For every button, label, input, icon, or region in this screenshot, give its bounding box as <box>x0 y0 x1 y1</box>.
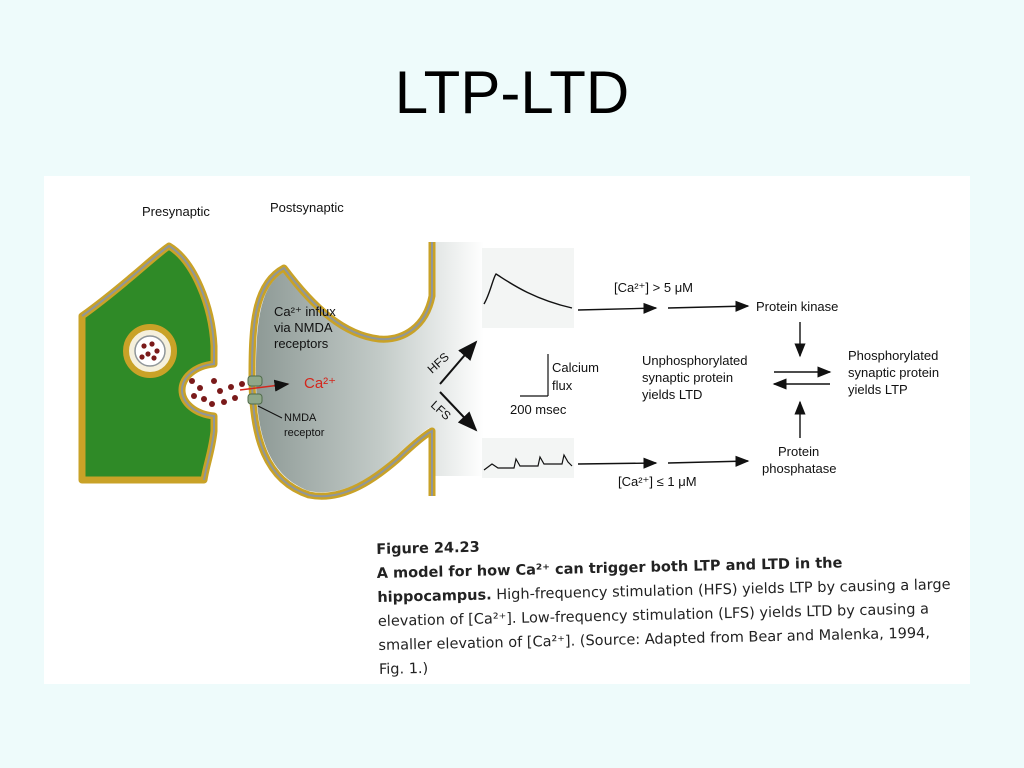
figure-panel: Presynaptic Postsynaptic Ca²⁺ influx via… <box>44 176 970 684</box>
calcium-scale-bar: Calcium flux 200 msec <box>510 354 599 417</box>
hfs-calcium-trace <box>482 248 574 328</box>
unphosphorylated-label-2: synaptic protein <box>642 370 733 385</box>
time-scale-label: 200 msec <box>510 402 567 417</box>
slide-title: LTP-LTD <box>394 59 630 126</box>
postsynaptic-spine <box>239 242 484 500</box>
figure-caption: Figure 24.23 A model for how Ca²⁺ can tr… <box>376 525 955 682</box>
influx-label-2: via NMDA <box>274 320 333 335</box>
phosphorylated-label-3: yields LTP <box>848 382 908 397</box>
calcium-label: Calcium <box>552 360 599 375</box>
protein-kinase-label: Protein kinase <box>756 299 838 314</box>
synapse-diagram: Presynaptic Postsynaptic Ca²⁺ influx via… <box>78 200 939 500</box>
phosphatase-label-2: phosphatase <box>762 461 836 476</box>
influx-label-3: receptors <box>274 336 329 351</box>
nmda-label-2: receptor <box>284 427 325 439</box>
influx-label-1: Ca²⁺ influx <box>274 304 336 319</box>
phosphatase-label-1: Protein <box>778 444 819 459</box>
unphosphorylated-label-3: yields LTD <box>642 387 702 402</box>
phosphorylated-label-2: synaptic protein <box>848 365 939 380</box>
unphosphorylated-label-1: Unphosphorylated <box>642 353 748 368</box>
low-threshold-label: [Ca²⁺] ≤ 1 μM <box>618 474 697 489</box>
phosphorylated-label-1: Phosphorylated <box>848 348 938 363</box>
nmda-label-1: NMDA <box>284 412 317 424</box>
flux-label: flux <box>552 378 573 393</box>
presynaptic-label: Presynaptic <box>142 204 210 219</box>
ca-label: Ca²⁺ <box>304 375 336 392</box>
high-threshold-label: [Ca²⁺] > 5 μM <box>614 280 693 295</box>
presynaptic-terminal <box>78 242 245 484</box>
lfs-calcium-trace <box>482 438 574 478</box>
pathway-arrows <box>577 300 832 469</box>
postsynaptic-label: Postsynaptic <box>270 200 344 215</box>
